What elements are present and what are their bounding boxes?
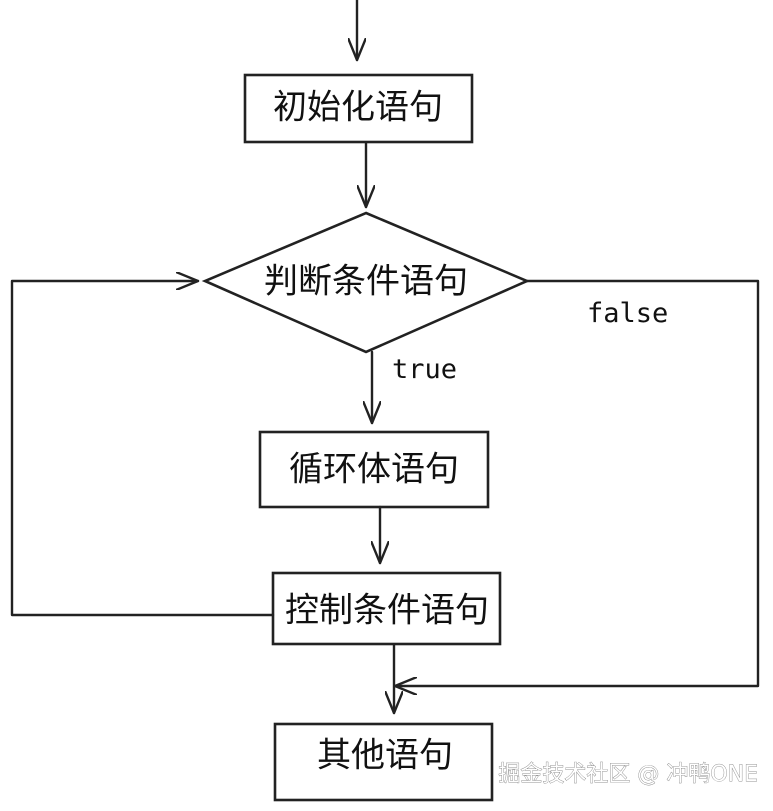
condition-node-label: 判断条件语句 [264, 262, 468, 302]
false-edge-label: false [587, 298, 668, 329]
control-node [271, 571, 502, 646]
arrow-false-to-other [393, 279, 760, 686]
init-node-label: 初始化语句 [273, 88, 443, 128]
condition-node [201, 211, 531, 354]
other-node [273, 722, 494, 802]
other-node-label: 其他语句 [317, 736, 453, 776]
control-node-label: 控制条件语句 [285, 591, 489, 631]
watermark: 掘金技术社区 @ 冲鸭ONE [498, 762, 758, 787]
init-node [243, 73, 474, 144]
loop-body-node-label: 循环体语句 [289, 450, 459, 490]
arrow-control-to-condition [10, 281, 275, 617]
true-edge-label: true [392, 354, 457, 385]
loop-body-node [258, 430, 490, 509]
